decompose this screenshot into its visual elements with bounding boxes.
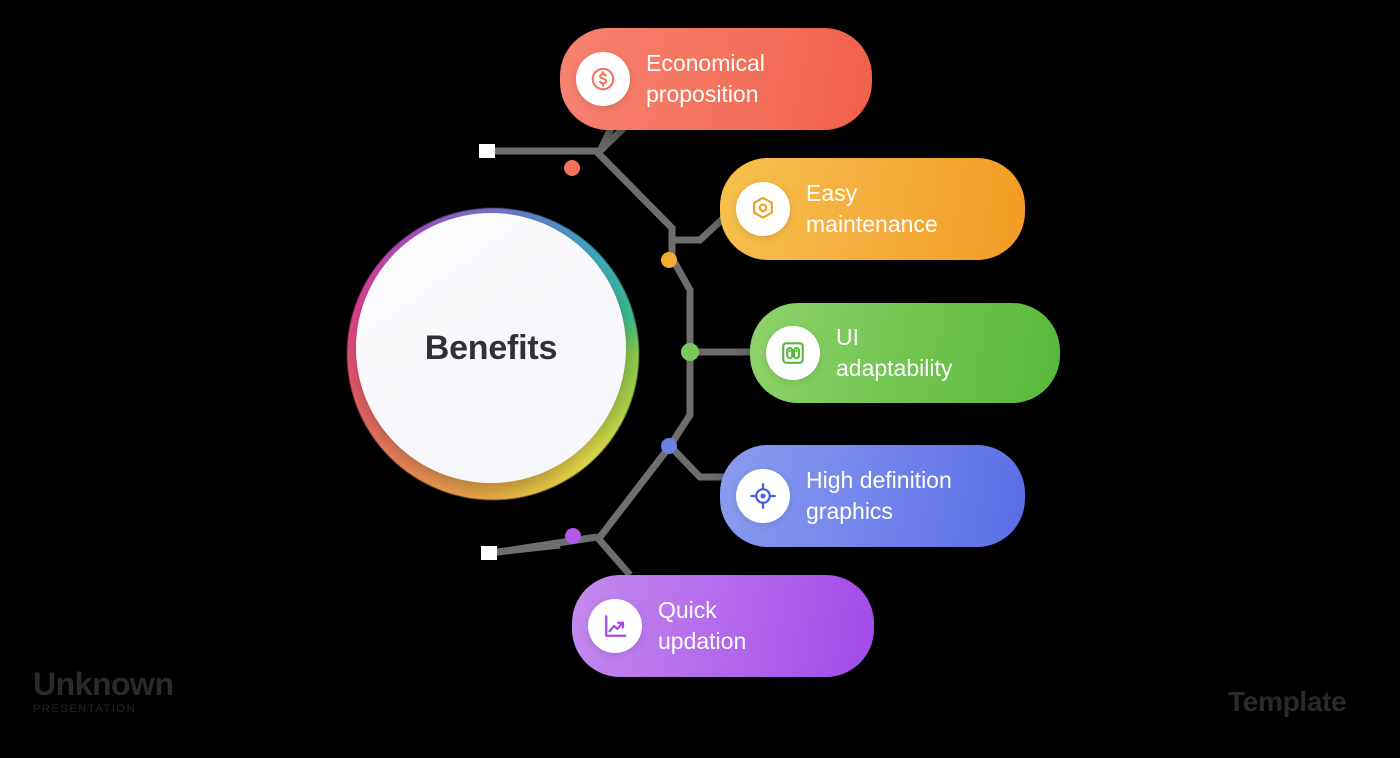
dollar-circle-icon bbox=[576, 52, 630, 106]
center-node: Benefits bbox=[347, 208, 639, 500]
connector-path-quick bbox=[491, 533, 598, 557]
watermark-left-secondary: PRESENTATION bbox=[33, 702, 137, 715]
watermark-right: Template bbox=[1228, 686, 1347, 717]
branch-label-ui: UI adaptability bbox=[836, 324, 953, 381]
layout-grid-icon bbox=[766, 326, 820, 380]
trending-up-chart-icon bbox=[588, 599, 642, 653]
branch-label-maintenance: Easy maintenance bbox=[806, 180, 938, 237]
connector-spine-lower bbox=[667, 352, 694, 448]
branch-card-ui[interactable]: UI adaptability bbox=[750, 303, 1060, 403]
connector-path-quick-tail bbox=[594, 534, 633, 578]
branch-label-hd: High definition graphics bbox=[806, 467, 952, 524]
junction-dot-hd bbox=[661, 438, 677, 454]
branch-card-hd[interactable]: High definition graphics bbox=[720, 445, 1025, 547]
junction-dot-ui bbox=[681, 343, 699, 361]
branch-card-economical[interactable]: Economical proposition bbox=[560, 28, 872, 130]
junction-dot-economical bbox=[564, 160, 580, 176]
connector-path-hd bbox=[667, 443, 730, 481]
watermark-left: Unknown PRESENTATION bbox=[33, 666, 174, 715]
branch-card-quick[interactable]: Quick updation bbox=[572, 575, 874, 677]
connector-stub-bottom bbox=[486, 541, 561, 557]
endpoint-marker-bottom bbox=[481, 546, 497, 560]
branch-label-economical: Economical proposition bbox=[646, 50, 765, 107]
connector-spine-middle bbox=[668, 256, 694, 352]
junction-dot-maintenance bbox=[661, 252, 677, 268]
junction-dot-quick bbox=[565, 528, 581, 544]
hexagon-nut-icon bbox=[736, 182, 790, 236]
watermark-left-primary: Unknown bbox=[33, 666, 174, 702]
branch-label-quick: Quick updation bbox=[658, 597, 747, 654]
crosshair-target-icon bbox=[736, 469, 790, 523]
endpoint-marker-top bbox=[479, 144, 495, 158]
center-disc: Benefits bbox=[356, 213, 626, 483]
branch-card-maintenance[interactable]: Easy maintenance bbox=[720, 158, 1025, 260]
page-title: Benefits bbox=[424, 328, 558, 367]
